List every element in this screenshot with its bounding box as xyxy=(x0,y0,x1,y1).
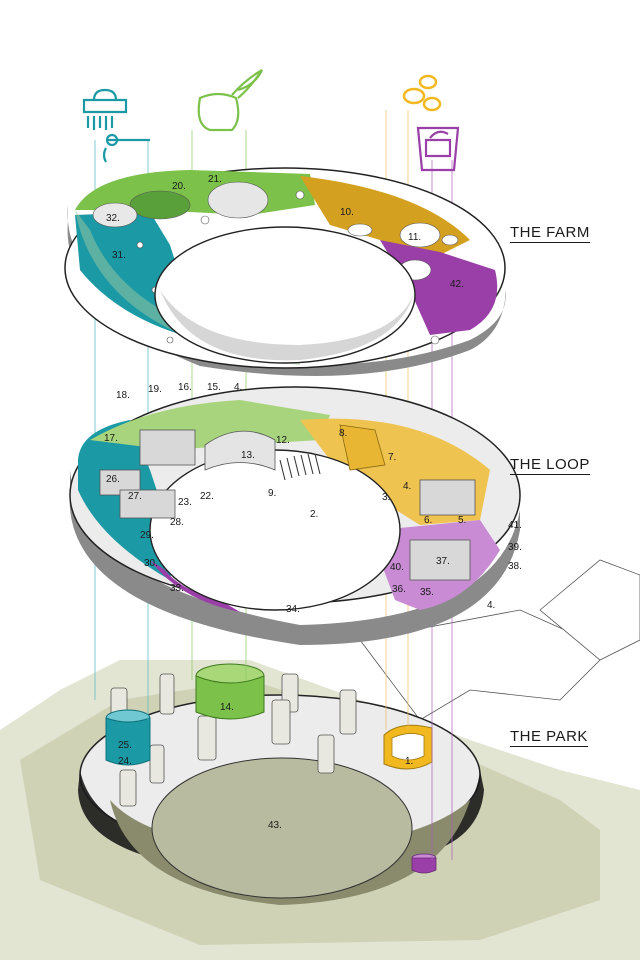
level-title-loop: THE LOOP xyxy=(510,456,590,475)
label-18: 18. xyxy=(116,390,130,401)
label-17: 17. xyxy=(104,433,118,444)
farm-level xyxy=(64,167,506,376)
park-pavilion-24-25 xyxy=(105,709,151,766)
label-3: 3. xyxy=(382,492,390,503)
compost-bag-icon xyxy=(197,69,263,132)
label-39: 39. xyxy=(508,542,522,553)
park-level xyxy=(78,663,484,905)
label-14: 14. xyxy=(220,702,234,713)
label-37: 37. xyxy=(436,556,450,567)
label-43: 43. xyxy=(268,820,282,831)
label-36: 36. xyxy=(392,584,406,595)
level-title-farm: THE FARM xyxy=(510,224,590,243)
planter-icon xyxy=(416,126,460,172)
label-41: 41. xyxy=(508,520,522,531)
label-4b: 4. xyxy=(403,481,411,492)
label-11: 11. xyxy=(408,232,421,243)
park-pavilion-14 xyxy=(195,663,265,720)
level-title-park: THE PARK xyxy=(510,728,588,747)
label-6: 6. xyxy=(424,515,432,526)
label-1: 1. xyxy=(405,756,413,767)
kitchen-icon xyxy=(82,88,150,163)
label-5: 5. xyxy=(458,515,466,526)
label-26: 26. xyxy=(106,474,120,485)
seating-9 xyxy=(279,453,321,481)
label-12: 12. xyxy=(276,435,290,446)
label-22: 22. xyxy=(200,491,214,502)
label-31: 31. xyxy=(112,250,126,261)
park-columns xyxy=(110,673,357,807)
loop-labels: 18. 19. 16. 15. 4. 17. 12. 8. 13. 7. 26.… xyxy=(104,382,522,615)
label-8: 8. xyxy=(339,428,347,439)
label-15: 15. xyxy=(207,382,221,393)
label-19: 19. xyxy=(148,384,162,395)
label-4c: 4. xyxy=(487,600,495,611)
loop-level xyxy=(69,386,521,645)
park-labels: 14. 25. 24. 1. 43. xyxy=(118,702,413,831)
label-29: 29. xyxy=(140,530,154,541)
label-25: 25. xyxy=(118,740,132,751)
label-20: 20. xyxy=(172,181,186,192)
label-2: 2. xyxy=(310,509,318,520)
label-23: 23. xyxy=(178,497,192,508)
label-10: 10. xyxy=(340,207,354,218)
label-4a: 4. xyxy=(234,382,242,393)
label-28: 28. xyxy=(170,517,184,528)
label-7: 7. xyxy=(388,452,396,463)
label-42: 42. xyxy=(450,279,464,290)
park-purple-drum xyxy=(411,853,437,874)
label-34: 34. xyxy=(286,604,300,615)
label-16: 16. xyxy=(178,382,192,393)
label-40: 40. xyxy=(390,562,404,573)
farm-openings xyxy=(92,181,459,345)
farm-labels: 20. 21. 10. 32. 11. 31. 42. xyxy=(106,174,464,290)
label-35: 35. xyxy=(420,587,434,598)
label-30: 30. xyxy=(144,558,158,569)
label-9: 9. xyxy=(268,488,276,499)
label-13: 13. xyxy=(241,450,255,461)
label-38: 38. xyxy=(508,561,522,572)
seeds-icon xyxy=(402,74,442,112)
label-33: 33. xyxy=(170,583,184,594)
park-pavilion-1 xyxy=(383,724,433,770)
label-24: 24. xyxy=(118,756,132,767)
label-32: 32. xyxy=(106,213,120,224)
label-27: 27. xyxy=(128,491,142,502)
label-21: 21. xyxy=(208,174,222,185)
